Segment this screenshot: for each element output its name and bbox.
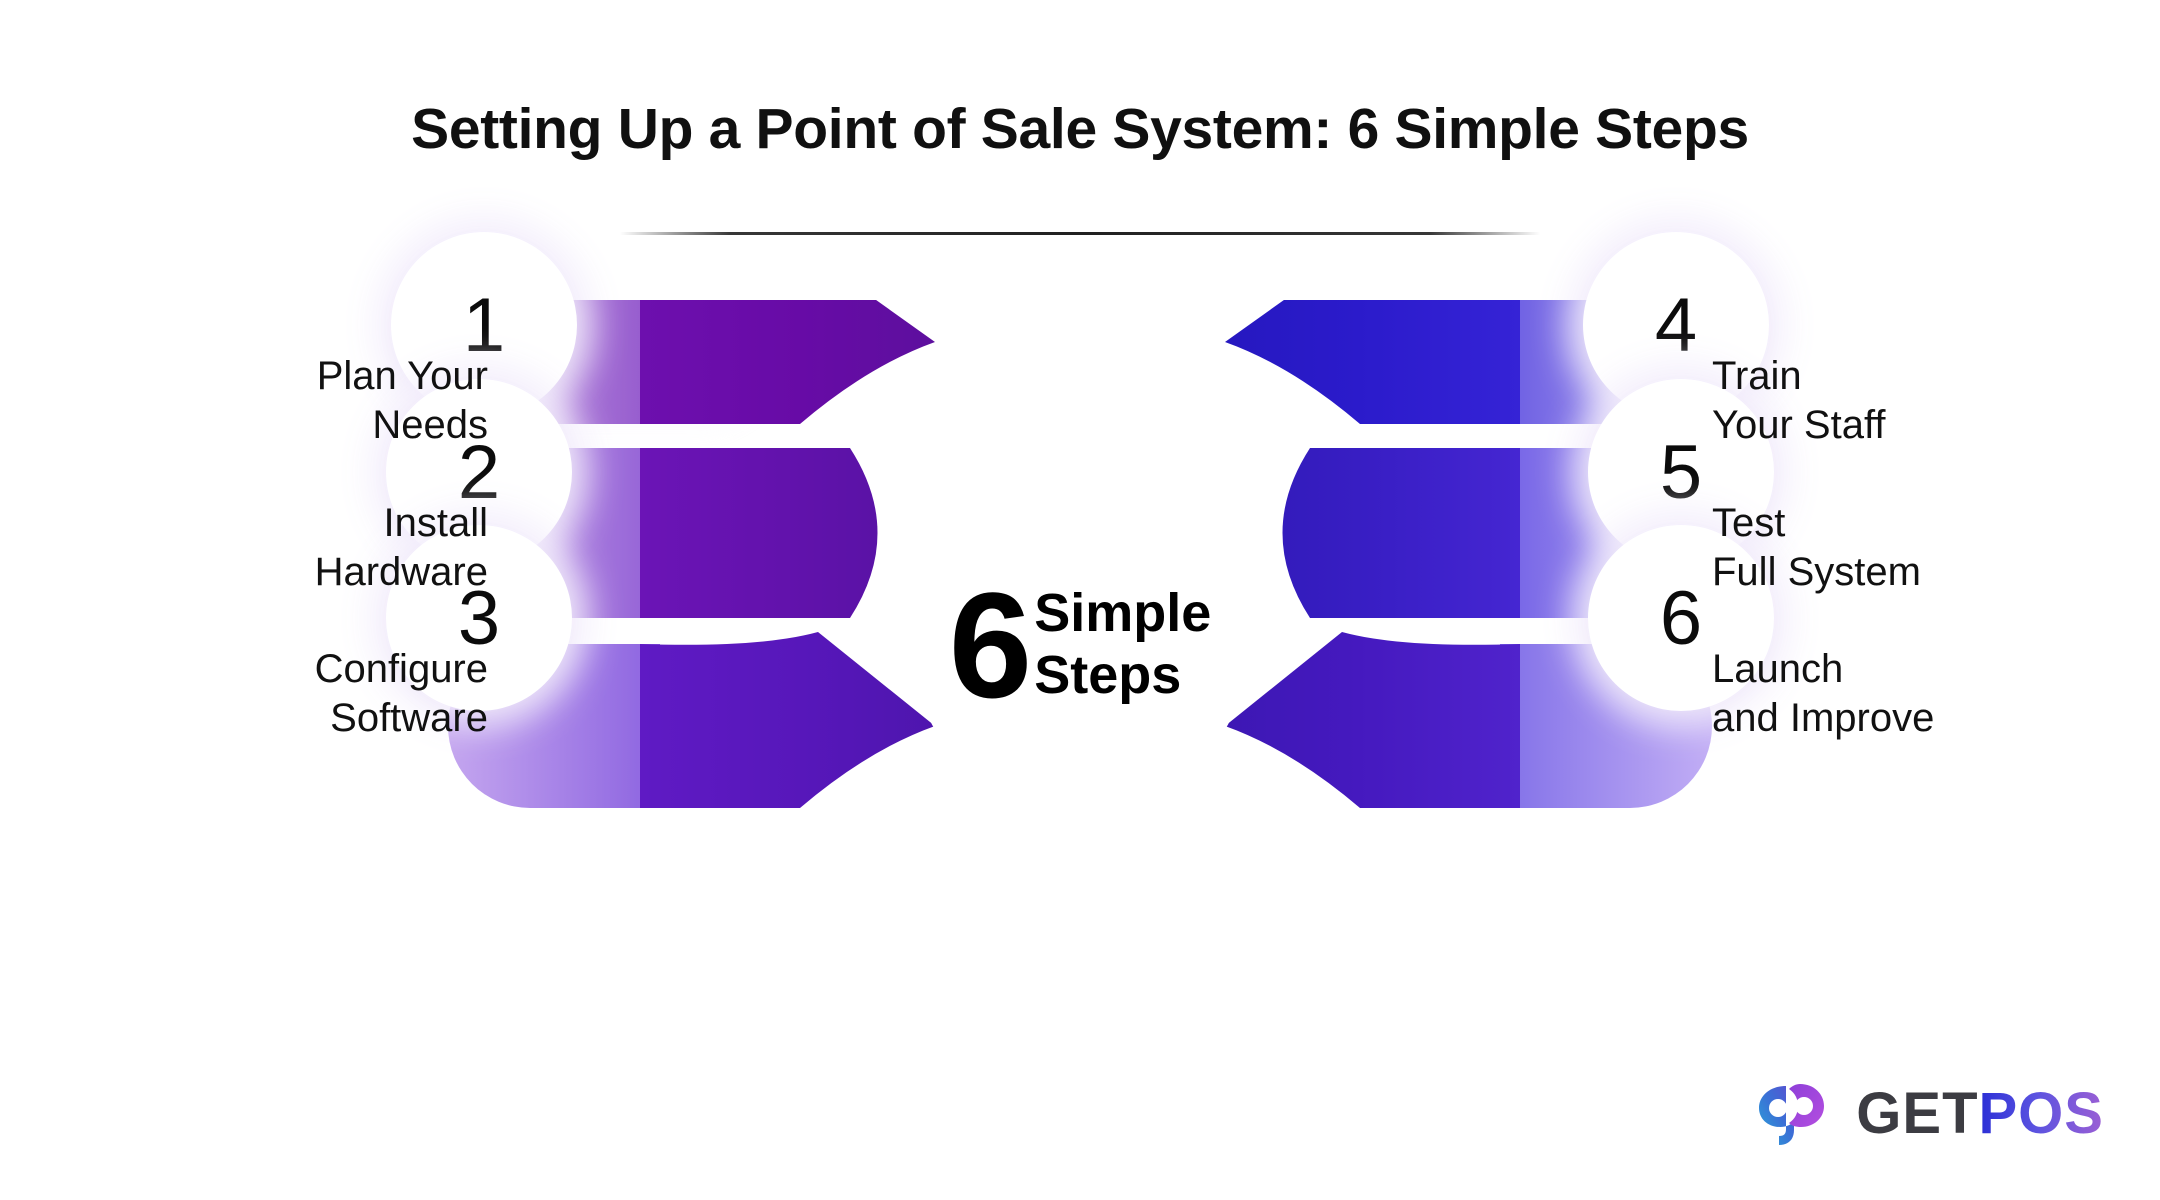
step-label-3: Configure Software — [314, 647, 488, 740]
title-divider — [620, 232, 1540, 235]
step-number-circle-6: 6 — [1588, 525, 1774, 711]
logo-text-get: GET — [1856, 1081, 1979, 1146]
center-words: Simple Steps — [1034, 583, 1211, 706]
step-label-5: Test Full System — [1712, 501, 1921, 594]
step-number-3: 3 — [457, 575, 501, 661]
center-word-line-2: Steps — [1034, 645, 1182, 705]
center-number: 6 — [948, 561, 1032, 729]
step-number-circle-3: 3 — [386, 525, 572, 711]
page-title: Setting Up a Point of Sale System: 6 Sim… — [411, 97, 1749, 161]
center-hub: 6 Simple Steps — [898, 534, 1262, 756]
logo-wordmark: GETPOS — [1856, 1085, 2104, 1143]
step-label-6: Launch and Improve — [1712, 647, 1935, 740]
center-hub-disc — [912, 477, 1248, 813]
step-label-4: Train Your Staff — [1712, 354, 1886, 447]
step-number-6: 6 — [1659, 575, 1703, 661]
step-number-1: 1 — [462, 282, 506, 368]
step-number-5: 5 — [1659, 429, 1703, 515]
logo-text-pos: POS — [1978, 1081, 2104, 1146]
center-word-line-1: Simple — [1034, 583, 1212, 644]
getpos-logo: GETPOS — [1756, 1080, 2104, 1148]
step-number-2: 2 — [457, 429, 501, 515]
step-label-2: Install Hardware — [314, 501, 488, 594]
step-label-1: Plan Your Needs — [316, 354, 488, 447]
step-number-4: 4 — [1654, 282, 1698, 368]
gp-monogram-icon — [1756, 1080, 1834, 1148]
